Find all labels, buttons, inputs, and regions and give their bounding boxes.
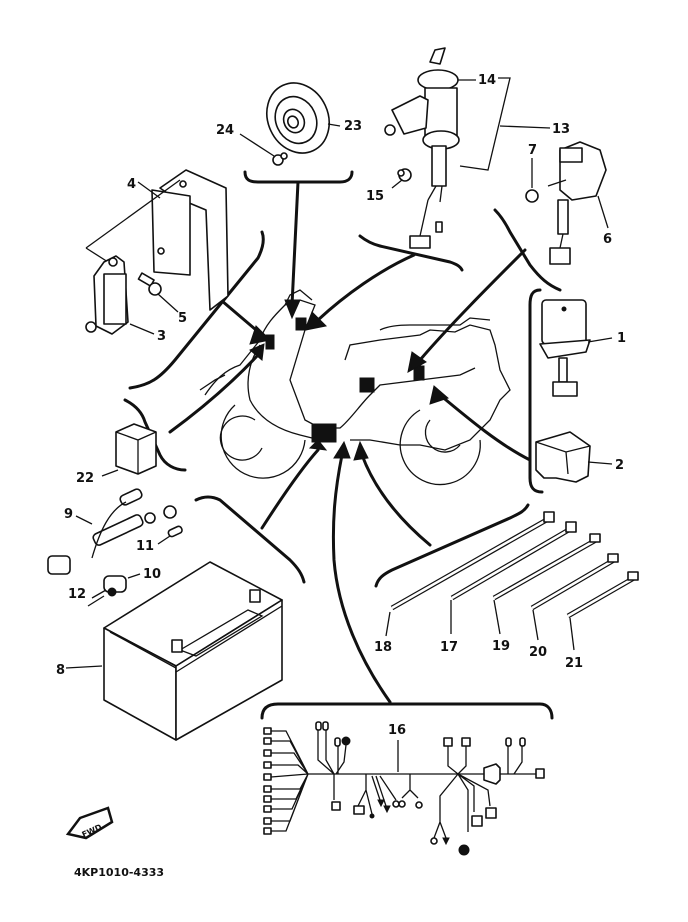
harness-left-connectors: [263, 727, 309, 835]
part-label-8: 8: [56, 663, 65, 678]
fuse-holder-lead: [47, 488, 177, 575]
part-label-14: 14: [478, 73, 496, 88]
part-label-22: 22: [76, 471, 94, 486]
cable-tie-17: [450, 521, 577, 601]
battery: [103, 561, 283, 741]
fuse: [167, 525, 183, 538]
part-label-2: 2: [615, 458, 624, 473]
bracket: [85, 169, 229, 311]
part-label-20: 20: [529, 645, 547, 660]
part-label-11: 11: [136, 539, 154, 554]
part-label-15: 15: [366, 189, 384, 204]
part-label-13: 13: [552, 122, 570, 137]
part-label-1: 1: [617, 331, 626, 346]
part-label-21: 21: [565, 656, 583, 671]
part-label-5: 5: [178, 311, 187, 326]
nut-7: [525, 189, 539, 203]
harness-junction-block: [311, 423, 337, 443]
cable-ties: [385, 511, 639, 651]
relay: [539, 299, 591, 397]
part-label-6: 6: [603, 232, 612, 247]
main-switch: [384, 47, 460, 249]
part-label-4: 4: [127, 177, 136, 192]
flasher-relay: [115, 423, 157, 475]
part-label-3: 3: [157, 329, 166, 344]
drawing-code: 4KP1010-4333: [74, 866, 164, 879]
part-label-16: 16: [388, 723, 406, 738]
part-label-18: 18: [374, 640, 392, 655]
fuse-holder: [87, 575, 127, 607]
part-label-19: 19: [492, 639, 510, 654]
fwd-arrow-icon: FWD: [65, 806, 114, 839]
screw: [137, 272, 162, 296]
part-label-7: 7: [528, 143, 537, 158]
cable-tie-21: [566, 571, 639, 619]
callout-arrows: [123, 170, 562, 704]
scooter-outline: [199, 289, 511, 486]
starter-relay: [547, 141, 607, 265]
part-label-24: 24: [216, 123, 234, 138]
regulator-mount-block: [265, 334, 275, 350]
part-label-9: 9: [64, 507, 73, 522]
horn: [266, 82, 330, 154]
bolt-15: [397, 168, 412, 182]
relay-cover: [535, 431, 591, 483]
switch-mount-block: [295, 317, 307, 331]
bolt-24: [272, 152, 288, 166]
relay-mount-block: [359, 377, 375, 393]
cable-tie-19: [492, 533, 601, 601]
wire-harness: [260, 702, 554, 856]
cable-tie-20: [530, 553, 619, 611]
cable-tie-18: [390, 511, 555, 611]
rectifier-regulator: [85, 255, 129, 335]
part-label-10: 10: [143, 567, 161, 582]
part-label-17: 17: [440, 640, 458, 655]
part-label-12: 12: [68, 587, 86, 602]
part-label-23: 23: [344, 119, 362, 134]
